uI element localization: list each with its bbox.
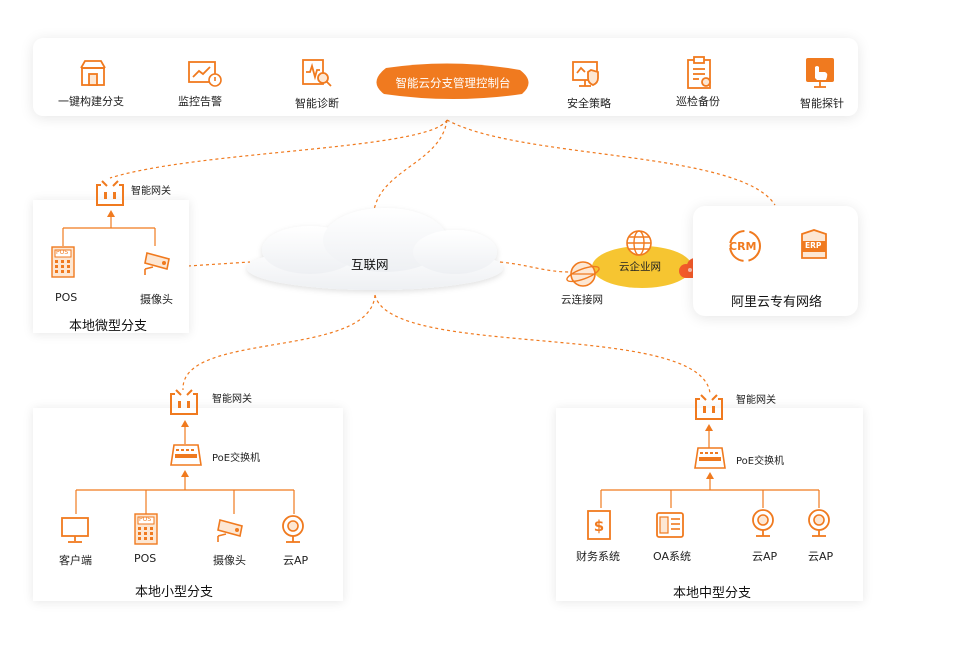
line-micro-internet <box>187 261 251 267</box>
medium-branch-title: 本地中型分支 <box>673 586 752 601</box>
micro-tree-lines <box>62 210 156 246</box>
erp-icon <box>801 229 827 259</box>
small-poe-switch-icon <box>170 444 202 466</box>
medium-poe-switch-icon <box>694 447 726 469</box>
line-internet-small <box>182 294 376 391</box>
security-policy-icon <box>572 61 599 87</box>
line-internet-cloudconnect <box>499 261 571 273</box>
crm-icon <box>729 230 761 262</box>
cloud-connect-globe-icon <box>566 261 600 287</box>
internet-label: 互联网 <box>351 257 389 272</box>
small-gateway-label: 智能网关 <box>212 394 252 405</box>
svg-text:$: $ <box>594 517 604 535</box>
small-branch-title: 本地小型分支 <box>135 585 214 600</box>
small-item-pos: POS <box>134 552 157 565</box>
aliyun-vpc-panel <box>693 206 858 316</box>
micro-camera-label: 摄像头 <box>140 293 173 306</box>
cloud-enterprise-label: 云企业网 <box>619 261 661 273</box>
small-camera-icon <box>217 519 243 542</box>
small-pos-icon <box>134 513 158 545</box>
monitor-alert-icon <box>188 61 222 87</box>
small-branch-panel <box>33 408 343 601</box>
small-pos-screen: POS <box>139 516 152 523</box>
diagnosis-icon <box>302 59 332 87</box>
medium-gateway-icon <box>695 394 723 420</box>
backup-clipboard-icon <box>687 56 711 89</box>
console-title: 智能云分支管理控制台 <box>395 76 511 90</box>
store-icon <box>80 60 106 86</box>
micro-branch-title: 本地微型分支 <box>69 319 148 334</box>
micro-gateway-label: 智能网关 <box>131 186 171 197</box>
medium-item-ap-2: 云AP <box>808 550 834 563</box>
erp-label: ERP <box>805 241 822 250</box>
smart-probe-icon <box>806 58 834 88</box>
medium-item-finance: 财务系统 <box>576 550 620 563</box>
medium-tree-lines <box>600 472 820 508</box>
crm-label: CRM <box>729 240 757 253</box>
console-item-monitor[interactable]: 监控告警 <box>178 95 222 108</box>
console-title-ellipse <box>376 63 529 99</box>
micro-camera-icon <box>144 252 170 275</box>
aliyun-vpc-title: 阿里云专有网络 <box>731 295 823 310</box>
small-tree-lines <box>75 470 295 514</box>
small-item-camera: 摄像头 <box>213 554 246 567</box>
medium-gateway-label: 智能网关 <box>736 395 776 406</box>
cloud-enterprise-ellipse <box>592 246 692 288</box>
medium-arrow-gw <box>705 424 713 448</box>
micro-pos-icon <box>51 246 75 278</box>
oa-icon <box>656 512 684 538</box>
finance-icon: $ <box>587 510 611 540</box>
small-client-icon <box>61 517 89 543</box>
medium-switch-label: PoE交换机 <box>736 456 785 467</box>
medium-item-ap-1: 云AP <box>752 550 778 563</box>
small-gateway-icon <box>170 389 198 415</box>
small-switch-label: PoE交换机 <box>212 453 261 464</box>
medium-item-oa: OA系统 <box>653 550 691 563</box>
micro-pos-label: POS <box>55 291 78 304</box>
enterprise-globe-icon <box>626 230 652 256</box>
line-console-aliyun <box>446 119 776 206</box>
small-item-ap: 云AP <box>283 554 309 567</box>
console-item-build[interactable]: 一键构建分支 <box>58 95 124 108</box>
micro-pos-screen: POS <box>56 249 69 256</box>
small-arrow-gw <box>181 420 189 444</box>
small-ap-icon <box>282 515 304 543</box>
line-internet-medium <box>374 294 711 394</box>
console-item-security[interactable]: 安全策略 <box>567 97 611 110</box>
medium-ap-icon-1 <box>752 509 774 537</box>
console-item-probe[interactable]: 智能探针 <box>800 97 844 110</box>
line-console-micro <box>109 119 448 179</box>
internet-cloud <box>247 208 503 290</box>
cloud-connect-label: 云连接网 <box>561 294 603 306</box>
medium-ap-icon-2 <box>808 509 830 537</box>
console-item-backup[interactable]: 巡检备份 <box>676 95 720 108</box>
console-item-diagnosis[interactable]: 智能诊断 <box>295 97 339 110</box>
small-item-client: 客户端 <box>59 554 92 567</box>
micro-gateway-icon <box>96 180 124 206</box>
